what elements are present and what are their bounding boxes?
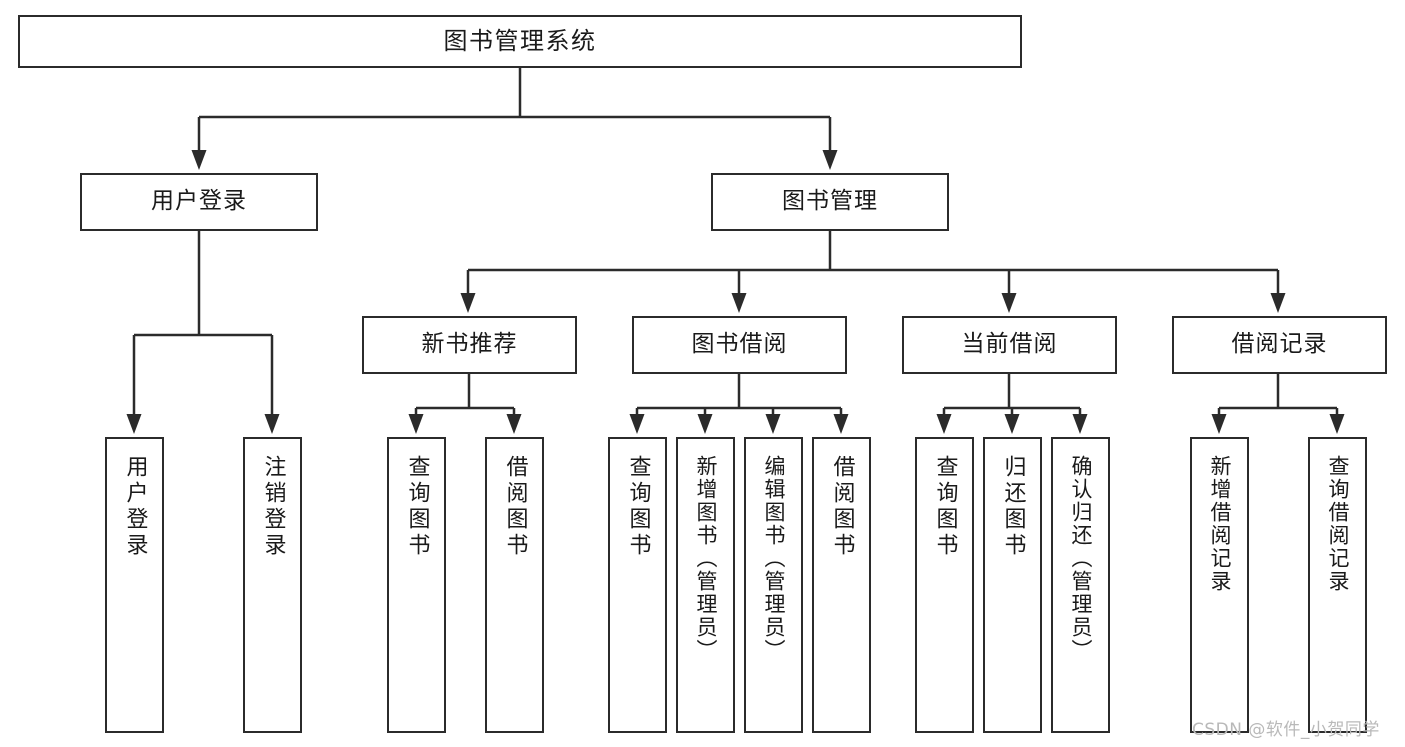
arrowhead-7 [264, 414, 280, 434]
arrowhead-16 [1072, 414, 1088, 434]
node-leaf-3: 查询图书 [387, 437, 446, 733]
arrowhead-3 [731, 293, 747, 313]
node-label: 归还图书 [1000, 455, 1026, 559]
arrowhead-18 [1329, 414, 1345, 434]
arrowhead-0 [191, 150, 207, 170]
node-label: 图书借阅 [691, 331, 788, 358]
node-label: 确认归还（管理员） [1069, 455, 1093, 662]
node-login: 用户登录 [80, 173, 318, 231]
arrowhead-8 [408, 414, 424, 434]
node-leaf-1: 用户登录 [105, 437, 164, 733]
node-label: 注销登录 [260, 455, 286, 559]
arrowhead-17 [1211, 414, 1227, 434]
node-label: 新书推荐 [421, 331, 518, 358]
node-label: 新增借阅记录 [1208, 455, 1232, 593]
node-newrec: 新书推荐 [362, 316, 577, 374]
node-leaf-11: 确认归还（管理员） [1051, 437, 1110, 733]
arrowhead-2 [460, 293, 476, 313]
arrowhead-14 [936, 414, 952, 434]
node-label: 编辑图书（管理员） [762, 455, 786, 662]
node-leaf-2: 注销登录 [243, 437, 302, 733]
node-leaf-9: 查询图书 [915, 437, 974, 733]
arrowhead-1 [822, 150, 838, 170]
node-leaf-12: 新增借阅记录 [1190, 437, 1249, 733]
arrowhead-10 [629, 414, 645, 434]
node-label: 借阅图书 [502, 455, 528, 559]
node-label: 当前借阅 [961, 331, 1058, 358]
node-label: 查询图书 [404, 455, 430, 559]
node-label: 借阅图书 [829, 455, 855, 559]
node-label: 用户登录 [151, 188, 247, 215]
node-leaf-8: 借阅图书 [812, 437, 871, 733]
csdn-watermark: CSDN @软件_小贺同学 [1192, 720, 1380, 740]
arrowhead-13 [833, 414, 849, 434]
node-label: 图书管理系统 [443, 27, 597, 56]
arrowhead-12 [765, 414, 781, 434]
node-leaf-5: 查询图书 [608, 437, 667, 733]
node-leaf-4: 借阅图书 [485, 437, 544, 733]
node-root: 图书管理系统 [18, 15, 1022, 68]
node-label: 借阅记录 [1231, 331, 1328, 358]
node-label: 用户登录 [122, 455, 148, 559]
node-leaf-13: 查询借阅记录 [1308, 437, 1367, 733]
node-label: 查询图书 [932, 455, 958, 559]
arrowhead-5 [1270, 293, 1286, 313]
node-label: 查询图书 [625, 455, 651, 559]
arrowhead-11 [697, 414, 713, 434]
node-records: 借阅记录 [1172, 316, 1387, 374]
arrowhead-4 [1001, 293, 1017, 313]
arrowhead-15 [1004, 414, 1020, 434]
node-leaf-10: 归还图书 [983, 437, 1042, 733]
node-leaf-6: 新增图书（管理员） [676, 437, 735, 733]
arrowhead-9 [506, 414, 522, 434]
node-label: 新增图书（管理员） [694, 455, 718, 662]
node-bookmgmt: 图书管理 [711, 173, 949, 231]
node-borrow: 图书借阅 [632, 316, 847, 374]
node-leaf-7: 编辑图书（管理员） [744, 437, 803, 733]
node-label: 图书管理 [782, 188, 878, 215]
arrowhead-6 [126, 414, 142, 434]
node-label: 查询借阅记录 [1326, 455, 1350, 593]
node-current: 当前借阅 [902, 316, 1117, 374]
